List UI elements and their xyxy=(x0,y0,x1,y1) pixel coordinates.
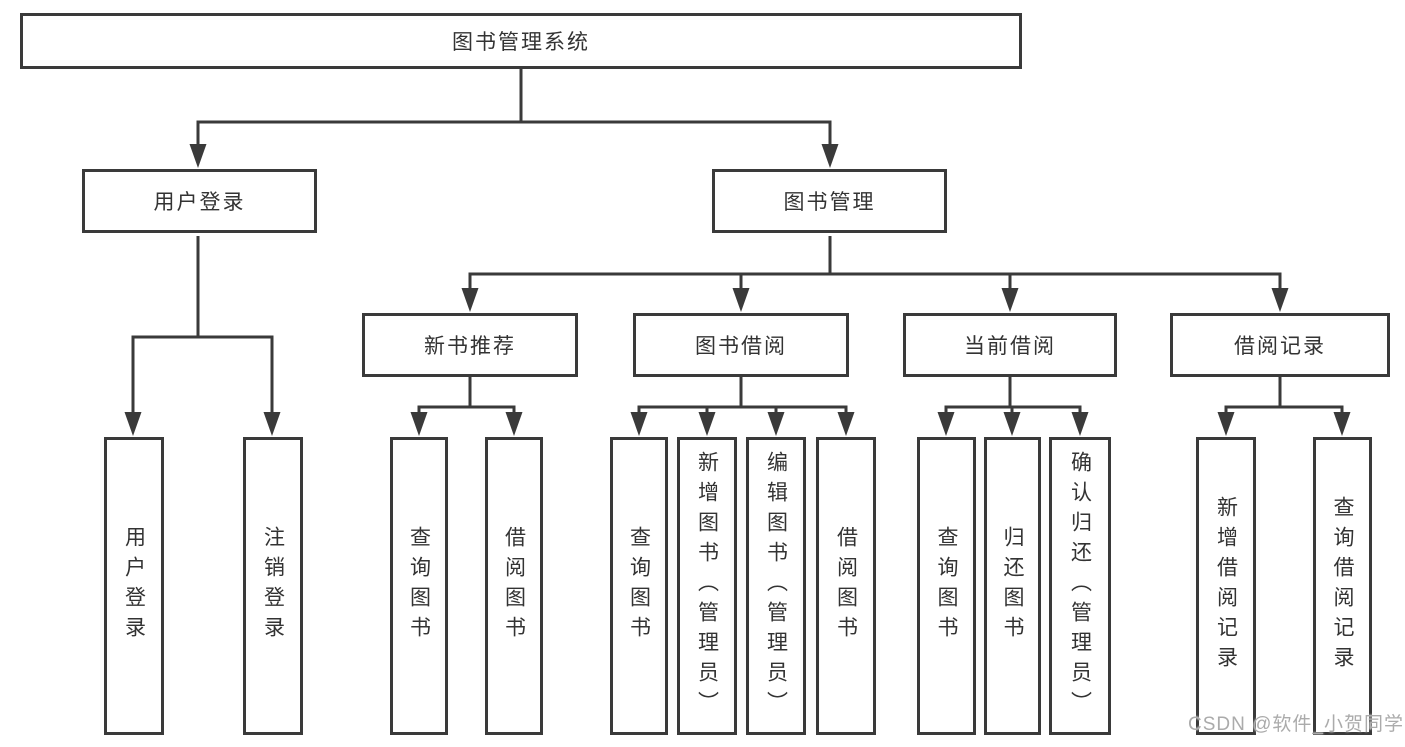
leaf-query-books-current: 查询图书 xyxy=(917,437,976,735)
leaf-edit-book-admin: 编辑图书（管理员） xyxy=(746,437,806,735)
leaf-borrow-books-recommend: 借阅图书 xyxy=(485,437,543,735)
leaf-add-book-admin: 新增图书（管理员） xyxy=(677,437,737,735)
leaf-add-borrow-record: 新增借阅记录 xyxy=(1196,437,1256,735)
leaf-return-books: 归还图书 xyxy=(984,437,1041,735)
leaf-logout: 注销登录 xyxy=(243,437,303,735)
leaf-query-books-borrowing: 查询图书 xyxy=(610,437,668,735)
leaf-query-borrow-record: 查询借阅记录 xyxy=(1313,437,1372,735)
node-new-book-recommendation: 新书推荐 xyxy=(362,313,578,377)
leaf-add-book-admin-label: 新增图书（管理员） xyxy=(695,451,719,721)
watermark-text: CSDN @软件_小贺同学 xyxy=(1188,714,1404,735)
node-user-login-label: 用户登录 xyxy=(153,191,246,214)
leaf-borrow-books-borrowing: 借阅图书 xyxy=(816,437,876,735)
node-book-management-label: 图书管理 xyxy=(783,191,876,214)
leaf-user-login-label: 用户登录 xyxy=(122,526,146,646)
leaf-add-borrow-record-label: 新增借阅记录 xyxy=(1214,496,1238,676)
node-new-book-recommendation-label: 新书推荐 xyxy=(424,335,516,358)
leaf-borrow-books-borrowing-label: 借阅图书 xyxy=(834,526,858,646)
node-current-borrowing-label: 当前借阅 xyxy=(964,335,1056,358)
node-borrowing-records-label: 借阅记录 xyxy=(1234,335,1326,358)
node-book-borrowing-label: 图书借阅 xyxy=(695,335,787,358)
node-user-login: 用户登录 xyxy=(82,169,317,233)
node-book-borrowing: 图书借阅 xyxy=(633,313,849,377)
leaf-return-books-label: 归还图书 xyxy=(1001,526,1024,646)
node-root-label: 图书管理系统 xyxy=(452,31,590,54)
node-root: 图书管理系统 xyxy=(20,13,1022,69)
leaf-confirm-return-admin-label: 确认归还（管理员） xyxy=(1068,451,1092,721)
leaf-query-books-borrowing-label: 查询图书 xyxy=(627,526,651,646)
leaf-logout-label: 注销登录 xyxy=(261,526,285,646)
leaf-confirm-return-admin: 确认归还（管理员） xyxy=(1049,437,1111,735)
node-current-borrowing: 当前借阅 xyxy=(903,313,1117,377)
leaf-borrow-books-recommend-label: 借阅图书 xyxy=(502,526,526,646)
leaf-query-books-recommend: 查询图书 xyxy=(390,437,448,735)
leaf-query-books-recommend-label: 查询图书 xyxy=(407,526,431,646)
node-book-management: 图书管理 xyxy=(712,169,947,233)
leaf-user-login: 用户登录 xyxy=(104,437,164,735)
node-borrowing-records: 借阅记录 xyxy=(1170,313,1390,377)
leaf-edit-book-admin-label: 编辑图书（管理员） xyxy=(764,451,788,721)
leaf-query-books-current-label: 查询图书 xyxy=(935,526,958,646)
leaf-query-borrow-record-label: 查询借阅记录 xyxy=(1331,496,1354,676)
